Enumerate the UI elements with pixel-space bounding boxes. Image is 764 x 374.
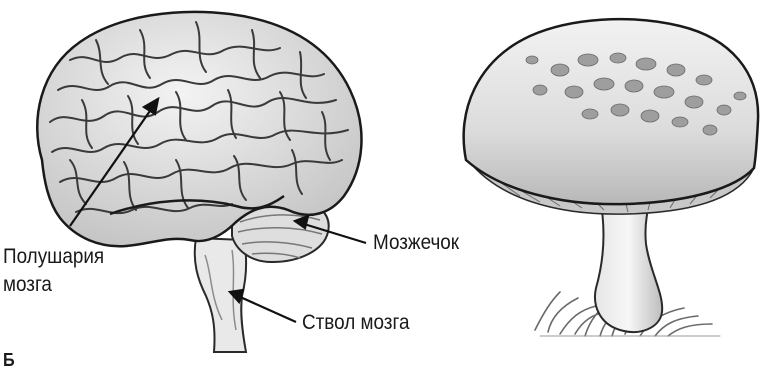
illustration-stage: Полушария мозга Мозжечок Ствол мозга Б	[0, 0, 764, 362]
mushroom-stem	[595, 196, 662, 332]
label-brainstem: Ствол мозга	[302, 309, 409, 337]
illustration-svg	[0, 0, 764, 362]
brain-drawing	[37, 12, 361, 352]
label-hemispheres: Полушария мозга	[3, 243, 104, 299]
label-hemispheres-line1: Полушария	[3, 243, 104, 271]
arrow-brainstem	[238, 296, 296, 322]
mushroom-drawing	[464, 19, 758, 336]
mushroom-cap	[464, 19, 758, 204]
label-hemispheres-line2: мозга	[3, 271, 104, 299]
label-cerebellum: Мозжечок	[373, 229, 459, 257]
cut-off-text: Б	[3, 346, 15, 374]
